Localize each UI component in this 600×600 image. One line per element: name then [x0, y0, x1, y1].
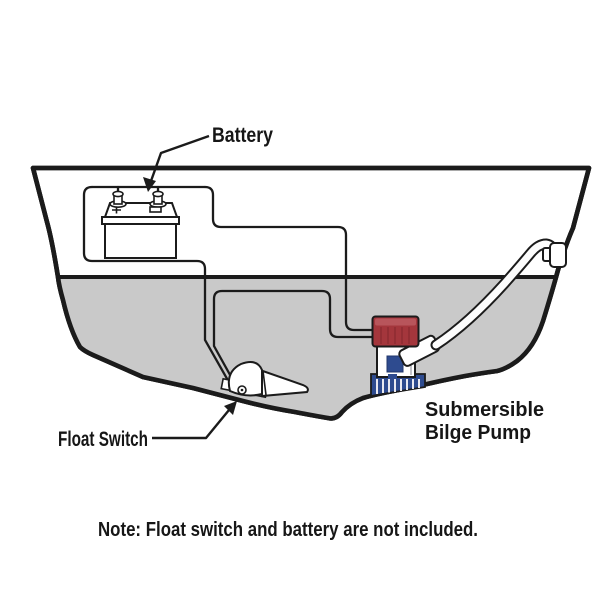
- wire-battery-to-float-switch: [82, 185, 232, 386]
- pump-label-line1: Submersible: [425, 399, 544, 421]
- float-switch-leader-arrow: [152, 401, 237, 440]
- bilge-water-area: [58, 277, 556, 419]
- float-switch-arm-hinge-line: [262, 370, 267, 396]
- battery-label: Battery: [212, 124, 273, 147]
- boat-hull-restroke: [30, 165, 592, 421]
- float-switch-arm: [255, 367, 309, 398]
- battery-leader-arrow: [143, 134, 210, 192]
- battery-terminal-negative: [109, 185, 127, 209]
- battery: [101, 185, 180, 259]
- wire-float-switch-to-pump: [212, 289, 376, 384]
- note-text: Note: Float switch and battery are not i…: [98, 519, 478, 541]
- pump-red-cap-highlight: [375, 318, 416, 326]
- thru-hull-fitting: [542, 242, 567, 268]
- float-switch: [220, 361, 309, 399]
- battery-top-marks: [112, 206, 162, 214]
- float-switch-body: [227, 361, 263, 397]
- wire-battery-to-pump: [203, 185, 376, 332]
- bilge-pump: [370, 315, 441, 398]
- float-switch-label: Float Switch: [58, 428, 148, 451]
- pump-red-cap-ribs: [380, 327, 410, 344]
- battery-front-face: [104, 223, 177, 259]
- battery-terminal-positive: [149, 185, 167, 209]
- pump-body-blue-tab: [388, 374, 397, 378]
- battery-rim: [101, 216, 180, 225]
- pump-label-line2: Bilge Pump: [425, 422, 531, 444]
- float-switch-pivot-dot: [240, 388, 244, 392]
- fitting-body: [549, 242, 567, 268]
- pump-strainer-slots: [376, 379, 420, 394]
